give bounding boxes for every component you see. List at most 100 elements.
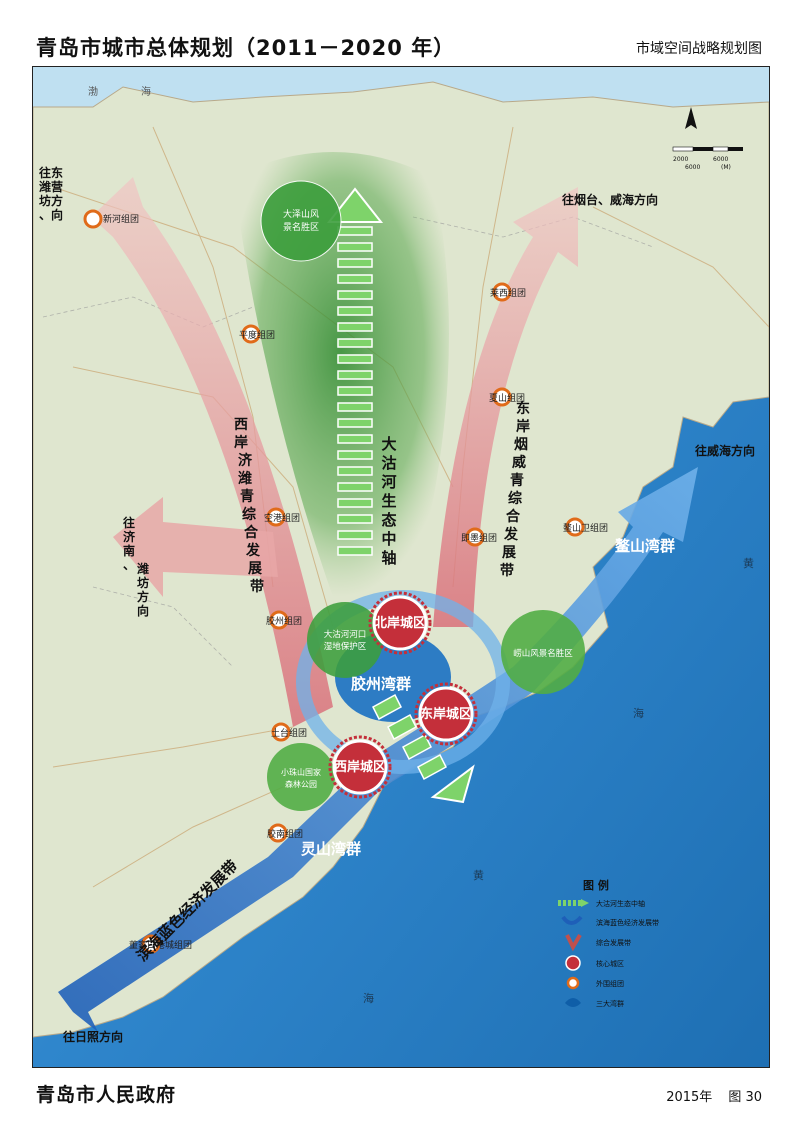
cluster-xinhe-label: 新河组团: [103, 213, 139, 225]
sea-bohai-2: 海: [141, 85, 151, 98]
cluster-jiaonan-marker: [268, 823, 288, 843]
core-north-label: 北岸城区: [374, 615, 426, 631]
laoshan-scenic-area: [501, 610, 585, 694]
map-title: 青岛市城市总体规划（2011－2020 年）: [36, 36, 456, 60]
svg-text:营: 营: [51, 179, 63, 194]
legend-icon-core: [565, 955, 581, 971]
cluster-jimo-marker: [465, 527, 485, 547]
dir-jinan-weifang: 往 济 南 、 潍 坊 方 向: [123, 515, 149, 618]
legend-item-dev-belt: 综合发展带: [596, 938, 631, 947]
cluster-jiaozhou-label: 胶州组团: [266, 615, 302, 627]
dir-rizhao: 往日照方向: [63, 1029, 123, 1044]
svg-text:、: 、: [39, 208, 51, 222]
svg-text:大: 大: [381, 435, 396, 453]
xiaozhushan-label-1: 小珠山国家: [281, 767, 321, 777]
legend-icon-eco-axis-head: [581, 899, 589, 907]
core-west: [328, 735, 392, 799]
issuer: 青岛市人民政府: [36, 1084, 177, 1106]
cluster-dongjiakou-marker: [141, 934, 161, 954]
scale-unit: (M): [721, 164, 731, 171]
dir-yantai-weihai: 往烟台、威海方向: [562, 192, 658, 207]
legend: 图 例 大沽河生态中轴 滨海蓝色经济发展带 综合发展带 核心城区 外围组团 三大…: [558, 878, 659, 1008]
bay-jiaozhou-label: 胶州湾群: [351, 675, 411, 693]
cluster-shitai-label: 土台组团: [271, 727, 307, 739]
legend-item-core: 核心城区: [596, 959, 624, 968]
svg-text:坊: 坊: [137, 575, 149, 590]
legend-icon-cluster: [566, 976, 580, 990]
west-belt-label: 西 岸 济 潍 青 综 合 发 展 带: [234, 417, 264, 595]
cluster-dongjiakou-label: 董家口港城组团: [129, 939, 192, 951]
svg-text:综: 综: [242, 506, 256, 523]
cluster-markers: [83, 209, 585, 954]
dazeshan-label-2: 景名胜区: [283, 221, 319, 233]
scale-right: 6000: [713, 156, 728, 163]
svg-text:青: 青: [510, 472, 524, 489]
cluster-pingdu-marker: [241, 324, 261, 344]
cluster-pingdu-label: 平度组团: [239, 329, 275, 341]
legend-title: 图 例: [583, 878, 609, 892]
footer-year: 2015年: [666, 1090, 713, 1105]
svg-text:发: 发: [503, 526, 519, 543]
svg-text:带: 带: [250, 579, 264, 595]
cluster-xiyang-label: 夏山组团: [489, 392, 525, 404]
svg-text:方: 方: [51, 193, 63, 208]
svg-text:生: 生: [381, 492, 396, 510]
svg-text:发: 发: [245, 542, 261, 559]
footer-meta: 2015年图 30: [650, 1086, 762, 1105]
xiaozhushan-label-2: 森林公园: [285, 779, 317, 789]
cluster-aoshanwei-marker: [565, 517, 585, 537]
legend-icon-bays: [565, 998, 581, 1007]
cluster-jimo-label: 即墨组团: [461, 532, 497, 544]
core-north: [368, 591, 432, 655]
scale-mid: 6000: [685, 164, 700, 171]
laoshan-label: 崂山风景名胜区: [513, 648, 573, 659]
west-development-belt: [91, 177, 333, 727]
svg-text:烟: 烟: [514, 437, 528, 453]
dir-weihai: 往威海方向: [695, 443, 755, 458]
svg-text:向: 向: [51, 207, 63, 222]
legend-item-blue-belt: 滨海蓝色经济发展带: [596, 918, 659, 927]
svg-text:东: 东: [51, 165, 63, 180]
svg-text:方: 方: [137, 589, 149, 604]
legend-icon-dev-belt: [565, 933, 582, 952]
svg-text:、: 、: [123, 558, 135, 572]
dagu-label-1: 大沽河河口: [324, 629, 367, 640]
cluster-aoshanwei-label: 鳌山卫组团: [563, 522, 608, 534]
svg-text:岸: 岸: [234, 434, 248, 451]
dir-weifang-dongying: 往 潍 坊 、 东 营 方 向: [38, 165, 63, 222]
svg-text:坊: 坊: [39, 193, 51, 208]
svg-text:南: 南: [123, 543, 135, 558]
svg-text:向: 向: [137, 603, 149, 618]
svg-text:展: 展: [502, 545, 516, 561]
dazeshan-label-1: 大泽山风: [283, 208, 319, 220]
core-west-label: 西岸城区: [334, 759, 386, 775]
svg-text:往: 往: [123, 515, 135, 530]
cluster-xiyang-marker: [492, 387, 512, 407]
sea-huang-1: 黄: [743, 556, 754, 570]
svg-text:东: 东: [516, 400, 530, 417]
map-frame: 大泽山风 景名胜区 大沽河河口 湿地保护区 崂山风景名胜区 小珠山国家 森林公园…: [32, 66, 770, 1068]
cluster-jiaozhou-marker: [269, 610, 289, 630]
legend-item-eco-axis: 大沽河生态中轴: [596, 899, 645, 908]
scale-left: 2000: [673, 156, 688, 163]
north-arrow: [685, 107, 697, 129]
cluster-xinhe-marker: [83, 209, 103, 229]
sea-bohai-1: 渤: [88, 85, 98, 98]
svg-text:潍: 潍: [238, 470, 252, 487]
sea-hai-2: 海: [363, 991, 374, 1005]
svg-text:合: 合: [244, 524, 259, 541]
legend-icon-blue-belt: [561, 915, 583, 925]
east-belt-label: 东 岸 烟 威 青 综 合 发 展 带: [500, 400, 530, 579]
svg-text:潍: 潍: [38, 179, 51, 194]
bay-aoshan-label: 鳌山湾群: [615, 537, 675, 555]
cluster-shitai-marker: [271, 722, 291, 742]
svg-text:中: 中: [381, 530, 396, 548]
blue-economic-belt: [58, 467, 698, 1032]
strategic-map: 大泽山风 景名胜区 大沽河河口 湿地保护区 崂山风景名胜区 小珠山国家 森林公园…: [33, 67, 769, 1067]
cluster-laixi-label: 莱西组团: [490, 287, 526, 299]
dagu-label-2: 湿地保护区: [324, 641, 367, 652]
xiaozhushan-forest-park: [267, 743, 335, 811]
cluster-jiaonan-label: 胶南组团: [267, 828, 303, 840]
core-east: [414, 682, 478, 746]
svg-text:带: 带: [500, 563, 514, 579]
